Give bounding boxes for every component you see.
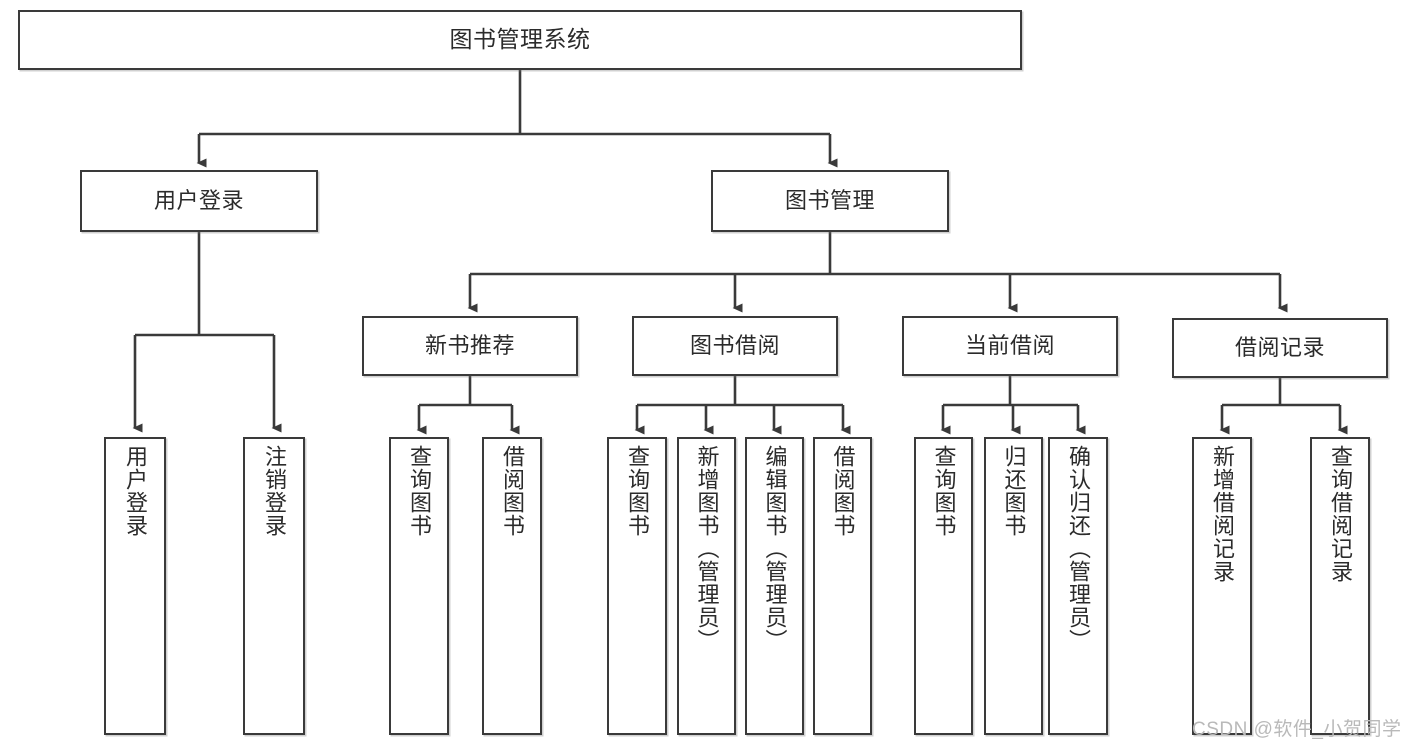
node-label: 图书管理 <box>784 187 875 213</box>
node-label: 借阅记录 <box>1234 334 1325 360</box>
node-book-borrow[interactable]: 图书借阅 <box>632 316 838 376</box>
node-label: 查询图书 <box>407 445 432 537</box>
node-book-management[interactable]: 图书管理 <box>711 170 949 232</box>
node-label: 注销登录 <box>262 445 287 537</box>
leaf-edit-book-admin[interactable]: 编辑图书（管理员） <box>745 437 804 735</box>
leaf-query-borrow-record[interactable]: 查询借阅记录 <box>1310 437 1370 735</box>
node-label: 确认归还（管理员） <box>1066 445 1091 652</box>
node-label: 用户登录 <box>153 187 244 213</box>
node-label: 新增借阅记录 <box>1210 445 1235 583</box>
leaf-add-book-admin[interactable]: 新增图书（管理员） <box>677 437 736 735</box>
node-label: 借阅图书 <box>830 445 856 537</box>
leaf-borrow-book[interactable]: 借阅图书 <box>813 437 872 735</box>
node-new-book-recommend[interactable]: 新书推荐 <box>362 316 578 376</box>
node-borrow-records[interactable]: 借阅记录 <box>1172 318 1388 378</box>
leaf-return-book[interactable]: 归还图书 <box>984 437 1043 735</box>
node-label: 当前借阅 <box>964 332 1055 358</box>
node-user-login[interactable]: 用户登录 <box>80 170 318 232</box>
node-current-borrow[interactable]: 当前借阅 <box>902 316 1118 376</box>
node-label: 查询借阅记录 <box>1328 445 1353 583</box>
node-label: 借阅图书 <box>500 445 525 537</box>
leaf-confirm-return-admin[interactable]: 确认归还（管理员） <box>1048 437 1108 735</box>
node-label: 编辑图书（管理员） <box>762 445 788 652</box>
leaf-borrow-book-recommend[interactable]: 借阅图书 <box>482 437 542 735</box>
node-label: 新书推荐 <box>424 332 515 358</box>
leaf-user-logout[interactable]: 注销登录 <box>243 437 305 735</box>
node-label: 查询图书 <box>625 445 650 537</box>
node-label: 用户登录 <box>123 445 148 537</box>
node-label: 图书借阅 <box>689 332 780 358</box>
node-label: 图书管理系统 <box>449 26 591 53</box>
leaf-add-borrow-record[interactable]: 新增借阅记录 <box>1192 437 1252 735</box>
leaf-query-book-borrow[interactable]: 查询图书 <box>607 437 667 735</box>
leaf-user-login[interactable]: 用户登录 <box>104 437 166 735</box>
csdn-watermark: CSDN @软件_小贺同学 <box>1192 719 1402 740</box>
node-label: 归还图书 <box>1001 445 1027 537</box>
node-label: 查询图书 <box>931 445 957 537</box>
node-root-book-management-system[interactable]: 图书管理系统 <box>18 10 1022 70</box>
node-label: 新增图书（管理员） <box>694 445 720 652</box>
leaf-query-book-recommend[interactable]: 查询图书 <box>389 437 449 735</box>
leaf-query-book-current[interactable]: 查询图书 <box>914 437 973 735</box>
